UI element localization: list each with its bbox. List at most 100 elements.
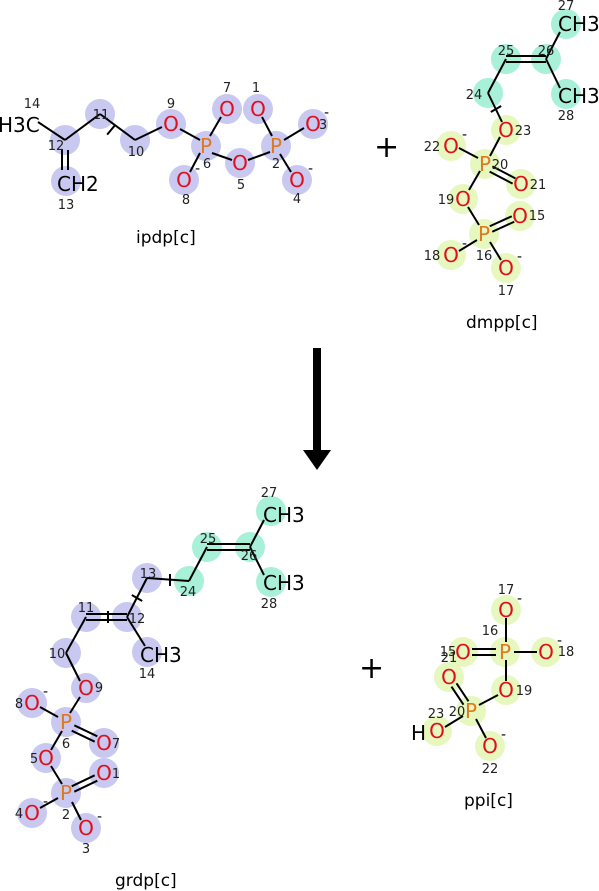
grdp-num-8: 8: [15, 697, 23, 712]
grdp-bond-26-27: [249, 519, 265, 548]
ipdp-atom-3: O: [305, 112, 321, 136]
dmpp-atom-20: P: [479, 152, 491, 176]
ppi-atom-16-halo: [490, 637, 520, 667]
ppi-num-15: 15: [440, 645, 457, 660]
dmpp-bond-22-20: [458, 147, 479, 159]
ppi-num-18: 18: [558, 645, 575, 660]
dmpp-atom-17-charge: -: [517, 249, 522, 265]
grdp-atom-9-halo: [71, 673, 101, 703]
dmpp-atom-17-halo: [491, 253, 521, 283]
ipdp-atom-4-charge: -: [308, 161, 313, 177]
ipdp-atom-9: O: [163, 112, 179, 136]
ipdp-atom-5: O: [232, 151, 248, 175]
grdp-num-2: 2: [62, 808, 70, 823]
ipdp-bond-11-10: [99, 113, 136, 141]
dmpp-ch3-bottom-label: CH3: [558, 84, 599, 108]
grdp-atom-4-halo: [17, 798, 47, 828]
dmpp-bond-16-17: [489, 241, 502, 261]
ipdp-bond-9-6: [179, 128, 201, 141]
grdp-num-25: 25: [200, 532, 217, 547]
ipdp-num-6: 6: [203, 157, 211, 172]
ipdp-bond-2-3: [283, 127, 305, 141]
grdp-num-26: 26: [241, 549, 258, 564]
dmpp-num-24: 24: [466, 88, 483, 103]
grdp-num-10: 10: [49, 647, 66, 662]
atom-labels: OPOO-OPOO-O-OO-POOOPO-O-OO-POOPOO-O-O-PO…: [24, 97, 562, 840]
ppi-atom-22: O: [482, 734, 498, 758]
grdp-stereo-tick-b: [131, 594, 143, 602]
dmpp-num-27: 27: [558, 0, 575, 14]
reaction-arrow: [303, 348, 331, 470]
grdp-atom-5: O: [38, 746, 54, 770]
dmpp-atom-27-halo: [551, 9, 581, 39]
ipdp-bond-14-12: [37, 121, 66, 141]
ppi-num-22: 22: [482, 762, 499, 777]
dmpp-num-25: 25: [498, 44, 515, 59]
ipdp-atom-13-halo: [51, 166, 81, 196]
grdp-atom-8-halo: [17, 688, 47, 718]
ppi-atom-17-charge: -: [517, 591, 522, 607]
ppi-num-17: 17: [498, 583, 515, 598]
grdp-atom-8: O: [24, 691, 40, 715]
grdp-bond-10-9: [65, 652, 81, 682]
grdp-atom-6-halo: [51, 707, 81, 737]
dmpp-ch3-top-label: CH3: [558, 12, 599, 36]
dmpp-bond-16-18: [458, 239, 478, 252]
ipdp-atom-6: P: [200, 134, 212, 158]
grdp-num-5: 5: [30, 752, 38, 767]
grdp-num-24: 24: [180, 585, 197, 600]
grdp-bond-26-28: [249, 546, 265, 576]
ipdp-num-13: 13: [58, 198, 75, 213]
dmpp-atom-18-halo: [436, 240, 466, 270]
grdp-num-28: 28: [261, 597, 278, 612]
dmpp-atom-20-halo: [470, 149, 500, 179]
dmpp-atom-19: O: [455, 187, 471, 211]
grdp-atom-3-halo: [71, 813, 101, 843]
dmpp-bond-24-23: [487, 92, 503, 123]
ppi-bond-21-20-b: [455, 682, 470, 702]
ppi-atom-18-charge: -: [557, 633, 562, 649]
dmpp-bond-23-20: [489, 136, 501, 157]
dmpp-num-23: 23: [515, 124, 532, 139]
ipdp-bond-6-7: [209, 116, 222, 137]
dmpp-atom-23: O: [498, 118, 514, 142]
ppi-num-16: 16: [482, 624, 499, 639]
molecule-name-dmpp: dmpp[c]: [466, 313, 538, 333]
dmpp-num-17: 17: [498, 284, 515, 299]
ppi-num-21: 21: [441, 651, 458, 666]
grdp-atom-14-halo: [132, 637, 162, 667]
grdp-num-9: 9: [95, 681, 103, 696]
ipdp-num-1: 1: [252, 81, 260, 96]
ppi-atom-19: O: [498, 678, 514, 702]
ipdp-atom-8-halo: [169, 165, 199, 195]
dmpp-num-19: 19: [438, 193, 455, 208]
grdp-atom-2: P: [60, 781, 72, 805]
dmpp-num-20: 20: [492, 158, 509, 173]
grdp-bond-6-7-b: [73, 724, 98, 738]
dmpp-atom-17: O: [498, 256, 514, 280]
ppi-bond-20-23: [444, 715, 464, 728]
dmpp-num-15: 15: [529, 209, 546, 224]
dmpp-bond-26-28: [545, 58, 561, 89]
grdp-atom-7: O: [96, 731, 112, 755]
ipdp-atom-4-halo: [282, 165, 312, 195]
ipdp-atom-5-halo: [225, 148, 255, 178]
grdp-bond-11-10: [65, 616, 87, 654]
ppi-atom-22-halo: [475, 731, 505, 761]
dmpp-atom-22: O: [443, 134, 459, 158]
ipdp-bond-6-5: [211, 152, 233, 161]
ppi-num-19: 19: [516, 684, 533, 699]
dmpp-bond-20-21-b: [491, 165, 516, 180]
ipdp-num-3: 3: [319, 118, 327, 133]
atom-map-numbers: 1412111096785213413272625242823222021191…: [15, 0, 574, 857]
molecule-name-ipdp: ipdp[c]: [136, 228, 196, 248]
ppi-atom-23-halo: [422, 716, 452, 746]
ipdp-atom-9-halo: [156, 109, 186, 139]
dmpp-atom-22-halo: [436, 131, 466, 161]
grdp-bond-24-13: [146, 577, 190, 582]
ipdp-atom-4: O: [289, 168, 305, 192]
grdp-atom-6: P: [60, 710, 72, 734]
ppi-atom-22-charge: -: [501, 727, 506, 743]
ipdp-atom-1: O: [250, 97, 266, 121]
ppi-atom-18: O: [538, 640, 554, 664]
